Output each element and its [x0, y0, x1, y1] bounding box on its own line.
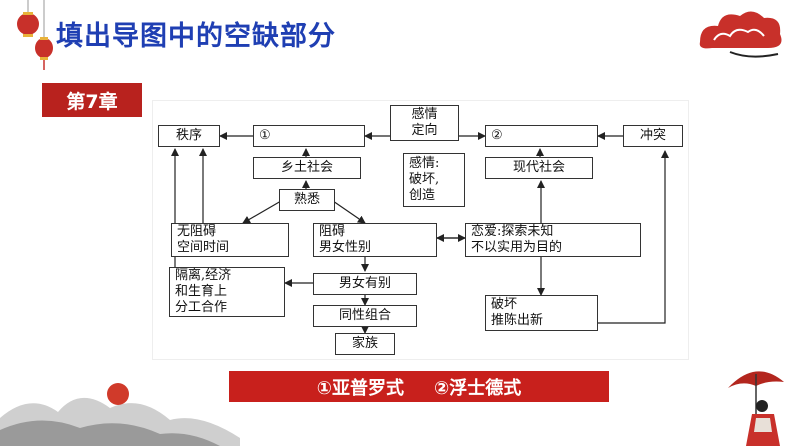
mountain-decoration — [0, 383, 240, 446]
cloud-decoration — [699, 11, 782, 58]
lantern-decoration — [17, 0, 53, 70]
love-node: 恋爱:探索未知 不以实用为目的 — [465, 223, 641, 257]
obstacle-gender-node: 阻碍 男女性别 — [313, 223, 437, 257]
modern-society-node: 现代社会 — [485, 157, 593, 179]
rural-society-node: 乡土社会 — [253, 157, 361, 179]
gender-difference-node: 男女有别 — [313, 273, 417, 295]
answer-1: ①亚普罗式 — [316, 377, 404, 399]
mind-map: 秩序 ① 感情 定向 ② 冲突 乡土社会 感情: 破坏, 创造 现代社会 熟悉 … — [152, 100, 689, 360]
chapter-badge: 第7章 — [42, 83, 142, 117]
umbrella-figure-decoration — [728, 371, 784, 446]
blank-2-node: ② — [485, 125, 598, 147]
order-node: 秩序 — [158, 125, 220, 147]
blank-1-node: ① — [253, 125, 365, 147]
emotion-direction-node: 感情 定向 — [390, 105, 459, 141]
isolation-node: 隔离,经济 和生育上 分工合作 — [169, 267, 285, 317]
familiar-node: 熟悉 — [279, 189, 335, 211]
answer-bar: ①亚普罗式 ②浮士德式 — [229, 371, 609, 402]
break-new-node: 破坏 推陈出新 — [485, 295, 598, 331]
page-title: 填出导图中的空缺部分 — [56, 21, 336, 52]
answer-2: ②浮士德式 — [434, 377, 522, 399]
conflict-node: 冲突 — [623, 125, 683, 147]
no-obstacle-node: 无阻碍 空间时间 — [171, 223, 289, 257]
same-sex-group-node: 同性组合 — [313, 305, 417, 327]
family-node: 家族 — [335, 333, 395, 355]
emotion-break-node: 感情: 破坏, 创造 — [403, 153, 465, 207]
